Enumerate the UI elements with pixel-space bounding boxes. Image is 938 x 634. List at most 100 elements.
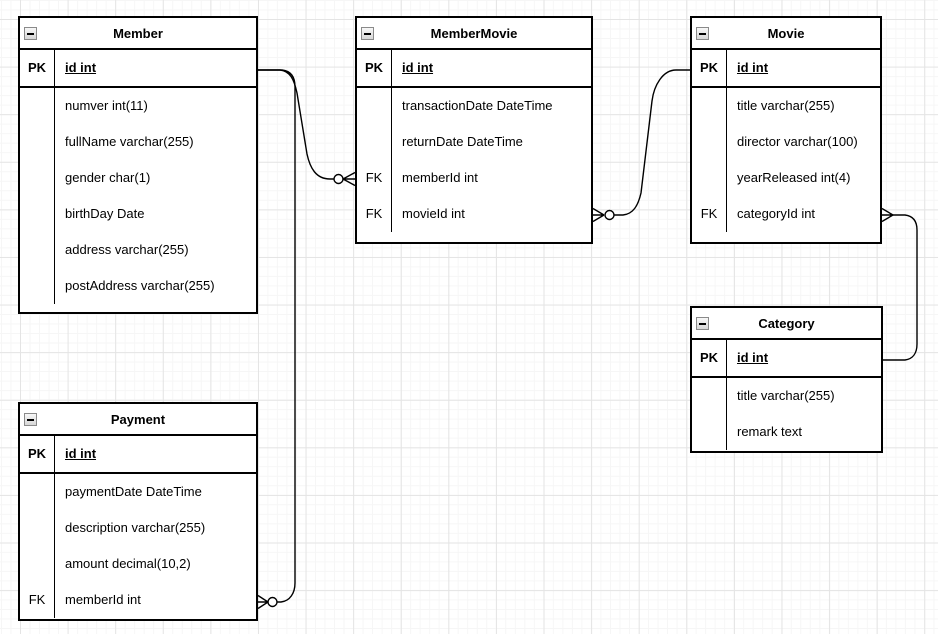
entity-payment[interactable]: Payment PK id int paymentDate DateTime d…: [18, 402, 258, 621]
edge-member-payment[interactable]: [257, 69, 296, 610]
entity-title: Category: [758, 316, 815, 331]
key-cell: [20, 510, 55, 546]
edge-line: [883, 214, 918, 361]
pk-badge: PK: [357, 50, 392, 86]
pk-field: id int: [737, 60, 769, 75]
table-row[interactable]: address varchar(255): [20, 232, 256, 268]
entity-category[interactable]: Category PK id int title varchar(255) re…: [690, 306, 883, 453]
collapse-icon[interactable]: [361, 27, 374, 40]
table-row[interactable]: FK memberId int: [357, 160, 591, 196]
edge-movie-membermovie[interactable]: [592, 69, 690, 223]
pk-badge: PK: [20, 436, 55, 472]
field-cell: title varchar(255): [737, 98, 835, 113]
minus-glyph: [364, 32, 371, 35]
minus-glyph: [27, 418, 34, 421]
zero-marker: [267, 596, 278, 608]
key-cell: [20, 268, 55, 304]
edge-line: [614, 69, 690, 216]
key-cell: [692, 124, 727, 160]
key-cell: [20, 196, 55, 232]
table-row-pk[interactable]: PK id int: [20, 436, 256, 474]
key-cell: [692, 414, 727, 450]
key-cell: [20, 124, 55, 160]
edge-member-membermovie[interactable]: [258, 69, 356, 187]
edge-movie-category[interactable]: [881, 207, 918, 361]
collapse-icon[interactable]: [696, 317, 709, 330]
field-cell: categoryId int: [737, 206, 816, 221]
entity-header: Payment: [20, 404, 256, 436]
field-cell: memberId int: [402, 170, 478, 185]
fk-badge: FK: [357, 196, 392, 232]
field-cell: remark text: [737, 424, 803, 439]
table-row[interactable]: director varchar(100): [692, 124, 880, 160]
key-cell: [692, 160, 727, 196]
pk-field: id int: [737, 350, 769, 365]
table-row[interactable]: yearReleased int(4): [692, 160, 880, 196]
table-row-pk[interactable]: PK id int: [692, 50, 880, 88]
table-row[interactable]: gender char(1): [20, 160, 256, 196]
field-cell: movieId int: [402, 206, 465, 221]
pk-field: id int: [65, 60, 97, 75]
table-row[interactable]: FK memberId int: [20, 582, 256, 618]
key-cell: [357, 88, 392, 124]
zero-marker: [604, 209, 615, 221]
table-row[interactable]: paymentDate DateTime: [20, 474, 256, 510]
table-row[interactable]: description varchar(255): [20, 510, 256, 546]
table-row-pk[interactable]: PK id int: [20, 50, 256, 88]
crowfoot-many-marker: [592, 207, 605, 223]
field-cell: postAddress varchar(255): [65, 278, 215, 293]
table-row[interactable]: transactionDate DateTime: [357, 88, 591, 124]
entity-member[interactable]: Member PK id int numver int(11) fullName…: [18, 16, 258, 314]
key-cell: [20, 160, 55, 196]
field-cell: title varchar(255): [737, 388, 835, 403]
entity-membermovie[interactable]: MemberMovie PK id int transactionDate Da…: [355, 16, 593, 244]
pk-badge: PK: [20, 50, 55, 86]
entity-header: Member: [20, 18, 256, 50]
collapse-icon[interactable]: [24, 27, 37, 40]
collapse-icon[interactable]: [24, 413, 37, 426]
entity-header: Category: [692, 308, 881, 340]
pk-field: id int: [65, 446, 97, 461]
field-cell: memberId int: [65, 592, 141, 607]
table-row[interactable]: remark text: [692, 414, 881, 450]
field-cell: numver int(11): [65, 98, 148, 113]
table-row-pk[interactable]: PK id int: [692, 340, 881, 378]
entity-title: Payment: [110, 412, 166, 427]
field-cell: yearReleased int(4): [737, 170, 851, 185]
pk-field: id int: [402, 60, 434, 75]
crowfoot-many-marker: [881, 207, 894, 223]
table-row[interactable]: numver int(11): [20, 88, 256, 124]
minus-glyph: [699, 322, 706, 325]
table-row[interactable]: title varchar(255): [692, 88, 880, 124]
key-cell: [20, 88, 55, 124]
pk-badge: PK: [692, 340, 727, 376]
key-cell: [692, 378, 727, 414]
table-row[interactable]: returnDate DateTime: [357, 124, 591, 160]
entity-title: MemberMovie: [430, 26, 518, 41]
edge-line: [258, 69, 334, 180]
field-cell: transactionDate DateTime: [402, 98, 553, 113]
field-cell: gender char(1): [65, 170, 151, 185]
table-row[interactable]: FK movieId int: [357, 196, 591, 232]
table-row[interactable]: postAddress varchar(255): [20, 268, 256, 304]
zero-marker: [333, 173, 344, 185]
minus-glyph: [699, 32, 706, 35]
table-row-pk[interactable]: PK id int: [357, 50, 591, 88]
key-cell: [20, 232, 55, 268]
table-row[interactable]: title varchar(255): [692, 378, 881, 414]
entity-title: Member: [113, 26, 163, 41]
table-row[interactable]: amount decimal(10,2): [20, 546, 256, 582]
fk-badge: FK: [692, 196, 727, 232]
entity-movie[interactable]: Movie PK id int title varchar(255) direc…: [690, 16, 882, 244]
table-row[interactable]: birthDay Date: [20, 196, 256, 232]
field-cell: fullName varchar(255): [65, 134, 194, 149]
table-row[interactable]: fullName varchar(255): [20, 124, 256, 160]
edge-line: [258, 69, 296, 603]
entity-header: MemberMovie: [357, 18, 591, 50]
entity-header: Movie: [692, 18, 880, 50]
entity-title: Movie: [767, 26, 805, 41]
table-row[interactable]: FK categoryId int: [692, 196, 880, 232]
collapse-icon[interactable]: [696, 27, 709, 40]
fk-badge: FK: [357, 160, 392, 196]
key-cell: [357, 124, 392, 160]
